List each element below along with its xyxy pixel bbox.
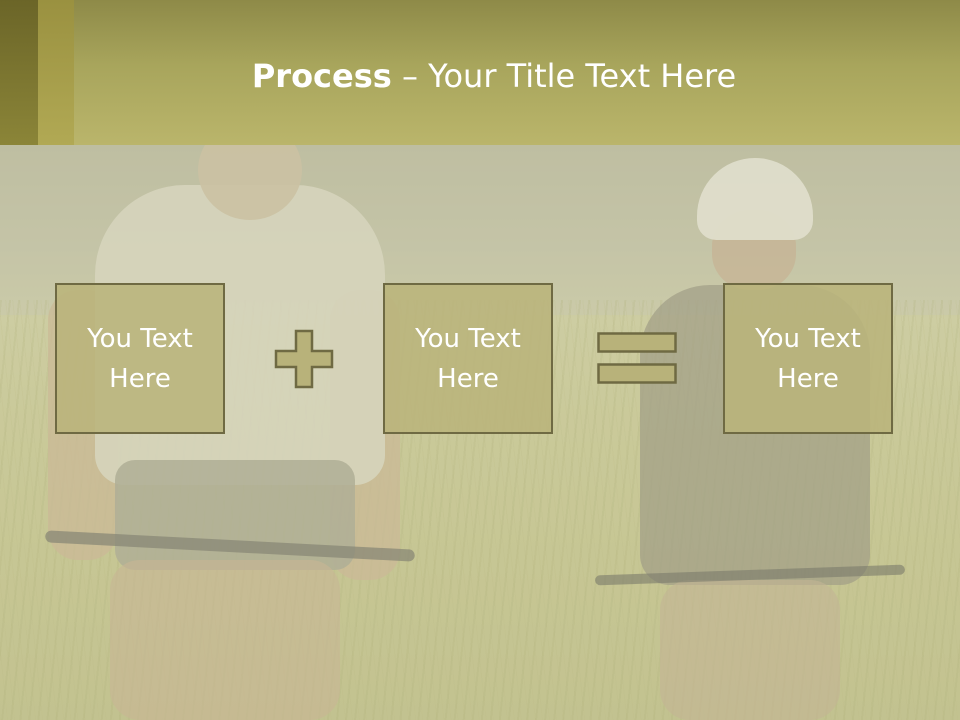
process-box-text: Here [437, 363, 499, 394]
process-box-text: Here [109, 363, 171, 394]
header-accent-strip [38, 0, 74, 145]
process-box-2[interactable]: You Text Here [383, 283, 553, 434]
photo-right-rider-legs [660, 580, 840, 720]
slide-title-rest: – Your Title Text Here [391, 57, 737, 95]
photo-left-rider-legs [110, 560, 340, 720]
process-box-text: You Text [755, 323, 861, 354]
slide-title[interactable]: Process – Your Title Text Here [74, 52, 914, 102]
slide-title-bold: Process [251, 57, 392, 95]
equals-icon [597, 332, 677, 384]
plus-icon [274, 329, 334, 389]
title-bar: Process – Your Title Text Here [0, 0, 960, 145]
header-accent-strip [0, 0, 38, 145]
process-box-text: Here [777, 363, 839, 394]
process-box-text: You Text [415, 323, 521, 354]
process-box-1[interactable]: You Text Here [55, 283, 225, 434]
process-box-3[interactable]: You Text Here [723, 283, 893, 434]
process-box-text: You Text [87, 323, 193, 354]
